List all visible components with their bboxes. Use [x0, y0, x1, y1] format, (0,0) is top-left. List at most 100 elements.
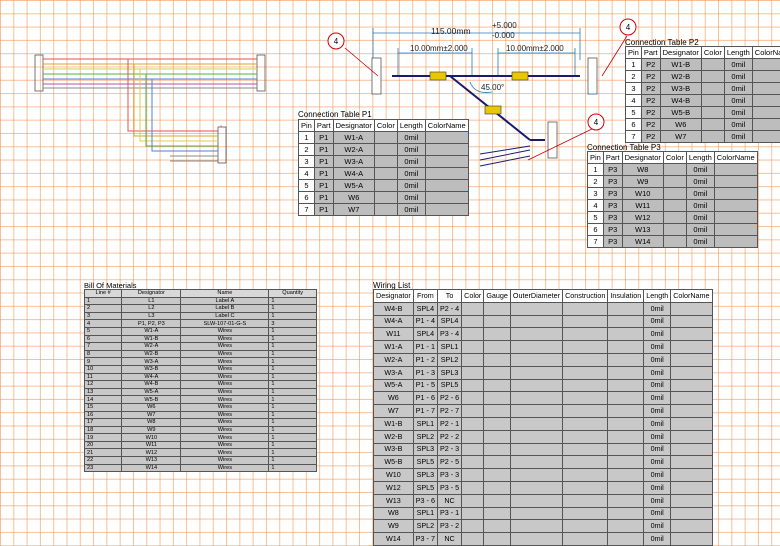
table-cell [701, 71, 724, 83]
table-cell: P3 - 1 [437, 507, 461, 520]
table-cell [608, 430, 644, 443]
table-cell [563, 481, 608, 494]
table-cell [462, 456, 484, 469]
table-cell [510, 315, 562, 328]
table-cell: Wires [181, 335, 269, 343]
table-cell: W12 [122, 449, 181, 457]
table-cell: 1 [269, 441, 317, 449]
table-cell: P2 - 3 [437, 443, 461, 456]
table-cell: P3 - 3 [437, 469, 461, 482]
table-cell: W14 [622, 236, 663, 248]
table-cell: Wires [181, 411, 269, 419]
table-cell: 1 [269, 381, 317, 389]
table-cell: 22 [85, 457, 122, 465]
table-cell: Wires [181, 388, 269, 396]
table-cell: 1 [269, 411, 317, 419]
table-cell: W7 [374, 405, 414, 418]
table-cell: 5 [299, 180, 315, 192]
table-cell [425, 204, 468, 216]
table-cell: 6 [85, 335, 122, 343]
table-cell: 1 [269, 365, 317, 373]
table-cell: P3 [603, 212, 622, 224]
table-cell: W1-A [374, 341, 414, 354]
table-cell: 0mil [724, 59, 752, 71]
table-cell [462, 379, 484, 392]
table-cell: P1 - 3 [413, 366, 437, 379]
table-cell: 20 [85, 441, 122, 449]
table-cell: 0mil [397, 144, 425, 156]
column-header: Gauge [484, 290, 511, 303]
table-cell: 7 [85, 343, 122, 351]
table-cell: 0mil [397, 180, 425, 192]
dim-left-seg: 10.00mm±2.000 [410, 44, 468, 53]
table-cell: P1 [314, 192, 333, 204]
table-cell: SPL5 [413, 456, 437, 469]
column-header: Quantity [269, 290, 317, 298]
table-cell [484, 507, 511, 520]
table-cell: SLW-107-01-G-S [181, 320, 269, 328]
table-cell: Label A [181, 297, 269, 305]
table-cell: W4-B [374, 302, 414, 315]
table-cell [714, 200, 757, 212]
table-cell [563, 366, 608, 379]
table-cell [608, 379, 644, 392]
table-cell [510, 302, 562, 315]
table-cell: 0mil [397, 168, 425, 180]
table-cell [608, 353, 644, 366]
table-cell [374, 144, 397, 156]
table-cell: W7 [122, 411, 181, 419]
table-cell [701, 119, 724, 131]
table-cell [701, 95, 724, 107]
table-cell: P2 [641, 119, 660, 131]
table-cell: W4-A [122, 373, 181, 381]
table-cell [484, 302, 511, 315]
table-cell: 7 [626, 131, 642, 143]
table-cell: 1 [269, 312, 317, 320]
table-cell: W13 [122, 457, 181, 465]
table-cell [510, 469, 562, 482]
table-cell [563, 507, 608, 520]
table-cell [714, 236, 757, 248]
table-cell [484, 379, 511, 392]
table-cell: W10 [374, 469, 414, 482]
table-cell [462, 469, 484, 482]
table-cell: 8 [85, 350, 122, 358]
table-cell [563, 315, 608, 328]
table-cell [663, 188, 686, 200]
table-cell: W3-A [122, 358, 181, 366]
table-cell: P1 - 1 [413, 341, 437, 354]
table-cell: P1 - 2 [413, 353, 437, 366]
table-cell [510, 341, 562, 354]
table-cell: W11 [622, 200, 663, 212]
table-cell: NC [437, 494, 461, 507]
table-cell [701, 107, 724, 119]
table-cell: 3 [299, 156, 315, 168]
table-cell: 1 [269, 327, 317, 335]
table-cell [563, 456, 608, 469]
table-cell: Wires [181, 434, 269, 442]
table-cell [671, 507, 712, 520]
table-cell [671, 494, 712, 507]
table-cell: Wires [181, 419, 269, 427]
table-cell: P2 - 6 [437, 392, 461, 405]
table-cell: W6 [374, 392, 414, 405]
table-cell [671, 520, 712, 533]
table-cell [484, 392, 511, 405]
table-cell: W5-B [374, 456, 414, 469]
table-cell [484, 315, 511, 328]
